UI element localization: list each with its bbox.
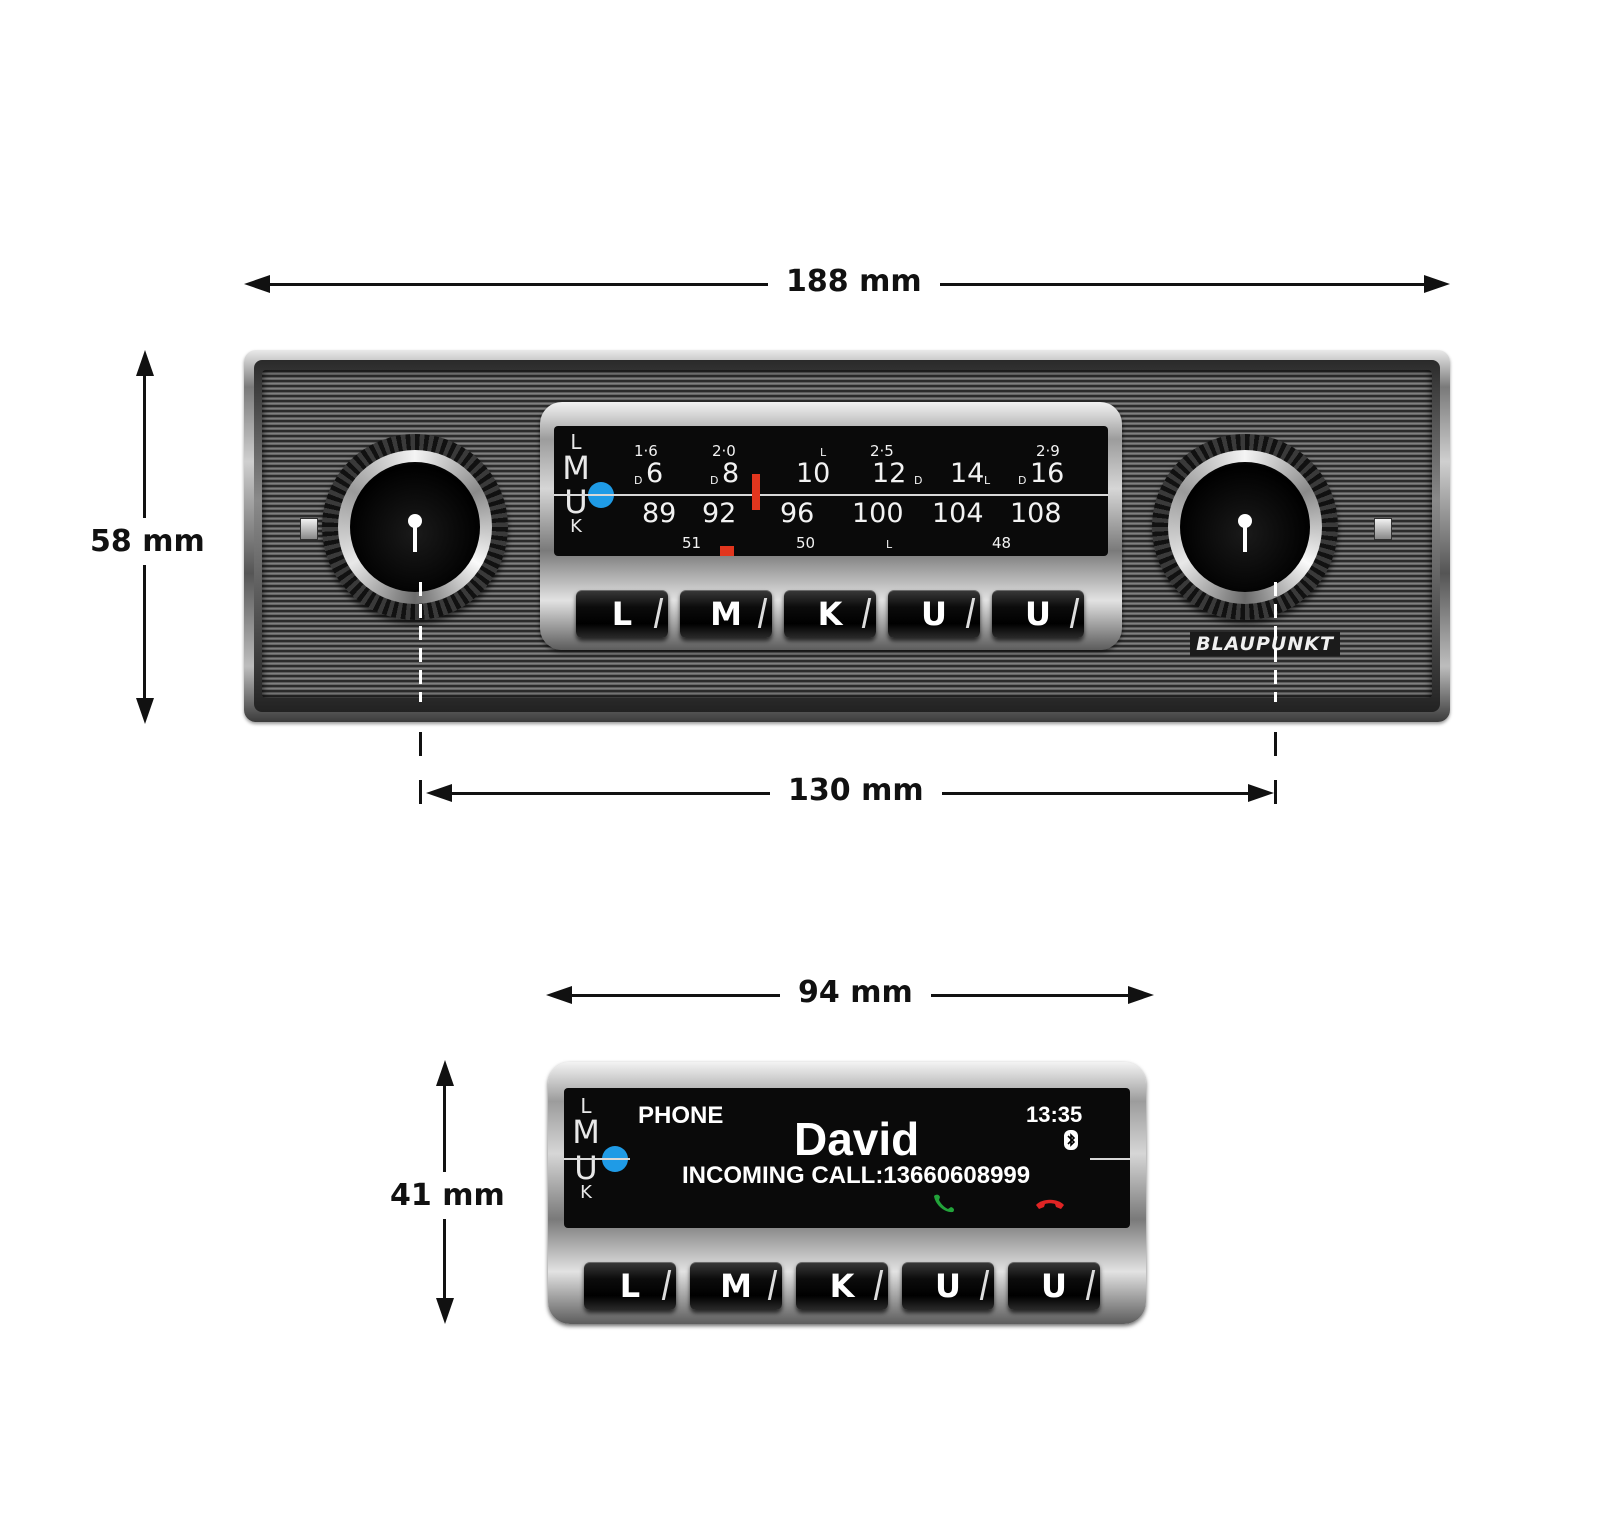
scale-small: 51: [682, 534, 702, 552]
radio-unit: L M U K 1·6 2·0 L 2·5 2·9 D 6 D 8 10 12 …: [244, 350, 1450, 722]
incoming-call-info: INCOMING CALL:13660608999: [682, 1162, 1031, 1189]
scale-sup: L: [820, 446, 827, 459]
scale-fm-100: 100: [852, 498, 904, 529]
preset-key-u2[interactable]: U: [992, 590, 1084, 638]
scale-fm-104: 104: [932, 498, 984, 529]
scale-small: 50: [796, 534, 816, 552]
band-marker: [720, 546, 734, 556]
phone-screen: L M U K PHONE 13:35 David INCOMING CALL:…: [564, 1088, 1130, 1228]
knob-chrome-ring: [1168, 450, 1322, 604]
knob-chrome-ring: [338, 450, 492, 604]
knob-indicator-mark: [1243, 518, 1247, 552]
arrow-up: [436, 1060, 454, 1086]
preset-key-l[interactable]: L: [584, 1262, 676, 1310]
scale-mw-12: 12: [872, 458, 907, 489]
scale-mw-8: 8: [722, 458, 740, 489]
arrow-right: [1248, 784, 1274, 802]
scale-sup: 2·0: [712, 442, 736, 460]
scale-sup: 1·6: [634, 442, 658, 460]
preset-keys: L M K U U: [576, 590, 1096, 638]
preset-key-u1[interactable]: U: [888, 590, 980, 638]
arrow-down: [436, 1298, 454, 1324]
tuning-pointer: [752, 474, 760, 510]
brand-logo: BLAUPUNKT: [1190, 632, 1340, 656]
preset-key-l[interactable]: L: [576, 590, 668, 638]
dimension-label-41: 41 mm: [372, 1172, 523, 1219]
bluetooth-icon: [1064, 1130, 1078, 1150]
dimension-label-130: 130 mm: [770, 773, 942, 808]
tick-left: [419, 732, 422, 756]
scale-sup: 2·5: [870, 442, 894, 460]
preset-key-u1[interactable]: U: [902, 1262, 994, 1310]
end-call-icon[interactable]: [1034, 1196, 1066, 1214]
arrow-left: [426, 784, 452, 802]
dimension-label-188: 188 mm: [768, 264, 940, 299]
arrow-left: [244, 275, 270, 293]
arrow-right: [1424, 275, 1450, 293]
dial-center-line: [564, 1158, 630, 1160]
preset-key-k[interactable]: K: [784, 590, 876, 638]
dimension-label-94: 94 mm: [780, 975, 931, 1010]
scale-pre: D: [1018, 474, 1027, 487]
tick-right: [1274, 780, 1277, 804]
mode-label: PHONE: [638, 1102, 724, 1129]
preset-key-m[interactable]: M: [690, 1262, 782, 1310]
dial-center-line: [554, 494, 1108, 496]
caller-name: David: [794, 1113, 920, 1165]
scale-fm-92: 92: [702, 498, 737, 529]
arrow-left: [546, 986, 572, 1004]
tick-right: [1274, 732, 1277, 756]
band-m: M: [562, 449, 590, 487]
arrow-down: [136, 698, 154, 724]
side-stud-left: [300, 518, 318, 540]
band-k: K: [570, 516, 582, 537]
volume-knob[interactable]: [322, 434, 508, 620]
tuning-knob[interactable]: [1152, 434, 1338, 620]
scale-mw-16: 16: [1030, 458, 1065, 489]
display-unit: L M U K PHONE 13:35 David INCOMING CALL:…: [548, 1062, 1146, 1324]
scale-post: L: [984, 474, 991, 487]
scale-sup: 2·9: [1036, 442, 1060, 460]
preset-key-m[interactable]: M: [680, 590, 772, 638]
band-column: L M U K: [568, 1092, 604, 1224]
band-l: L: [570, 430, 582, 454]
scale-mw-10: 10: [796, 458, 831, 489]
preset-key-u2[interactable]: U: [1008, 1262, 1100, 1310]
arrow-right: [1128, 986, 1154, 1004]
scale-fm-89: 89: [642, 498, 677, 529]
scale-mw-14: 14: [950, 458, 985, 489]
band-m: M: [572, 1113, 600, 1151]
knob-center-line-right: [1274, 582, 1277, 702]
band-k: K: [580, 1182, 592, 1203]
answer-call-icon[interactable]: [930, 1192, 960, 1214]
band-u: U: [574, 1149, 598, 1187]
side-stud-right: [1374, 518, 1392, 540]
knob-indicator-mark: [413, 518, 417, 552]
tuning-dial: L M U K 1·6 2·0 L 2·5 2·9 D 6 D 8 10 12 …: [554, 426, 1108, 556]
arrow-up: [136, 350, 154, 376]
knob-cap: [1180, 462, 1310, 592]
dial-center-line: [1090, 1158, 1130, 1160]
tick-left: [419, 780, 422, 804]
knob-cap: [350, 462, 480, 592]
preset-key-k[interactable]: K: [796, 1262, 888, 1310]
dimension-label-58: 58 mm: [72, 518, 223, 565]
scale-fm-108: 108: [1010, 498, 1062, 529]
knob-center-line-left: [419, 582, 422, 702]
scale-fm-96: 96: [780, 498, 815, 529]
band-l: L: [580, 1094, 592, 1118]
clock: 13:35: [1026, 1102, 1083, 1127]
scale-small: L: [886, 538, 893, 551]
dial-bezel: L M U K 1·6 2·0 L 2·5 2·9 D 6 D 8 10 12 …: [540, 402, 1122, 650]
scale-mw-6: 6: [646, 458, 664, 489]
scale-pre: D: [634, 474, 643, 487]
scale-post: D: [914, 474, 923, 487]
scale-pre: D: [710, 474, 719, 487]
scale-small: 48: [992, 534, 1012, 552]
preset-keys: L M K U U: [584, 1262, 1114, 1310]
